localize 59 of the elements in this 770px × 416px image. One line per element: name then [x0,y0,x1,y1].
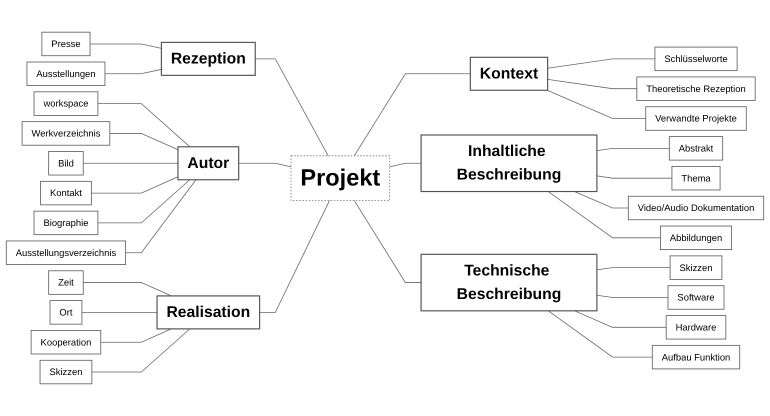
connector [91,328,190,372]
node-box [654,46,738,72]
node-box [22,121,110,146]
connector [100,328,172,343]
node-box [34,210,98,236]
connector [90,176,178,194]
node-box [652,344,740,370]
node-box [177,146,240,180]
node-box [420,254,598,312]
node-box [290,155,390,201]
node-box [26,62,106,86]
connector [596,176,672,179]
connector [259,200,330,313]
connector [546,90,646,119]
node-box [628,196,764,220]
connector [109,133,178,150]
connector [354,73,471,156]
connector [596,267,670,270]
connector [596,148,670,151]
node-box [470,56,548,91]
connector [574,310,667,328]
connector [548,310,653,358]
connector [574,191,629,208]
node-box [40,180,92,206]
connector [98,179,190,224]
node-box [660,226,732,250]
connector [238,162,292,168]
node-box [6,240,126,265]
node-box [666,315,726,340]
node-box [50,300,82,325]
connector [90,44,162,49]
node-box [668,285,724,310]
node-box [40,360,92,384]
node-box [48,151,84,176]
connector [596,294,668,298]
node-box [160,42,256,76]
node-box [645,106,747,131]
node-box [420,134,598,192]
connector [104,68,162,74]
connector [548,191,661,238]
node-box [34,91,98,116]
connector [82,162,178,164]
connector [82,282,172,296]
connector [82,312,158,313]
connector [547,78,638,90]
connector [354,200,422,283]
node-box [41,32,90,56]
node-box [636,76,756,101]
node-box [668,136,724,161]
node-box [156,295,260,330]
connector [98,103,190,148]
node-box [672,166,720,190]
connector [547,58,656,69]
node-box [48,270,84,295]
connector [254,58,329,156]
node-box [670,255,722,280]
connector [125,179,196,254]
connector [389,162,422,168]
node-box [30,330,102,354]
